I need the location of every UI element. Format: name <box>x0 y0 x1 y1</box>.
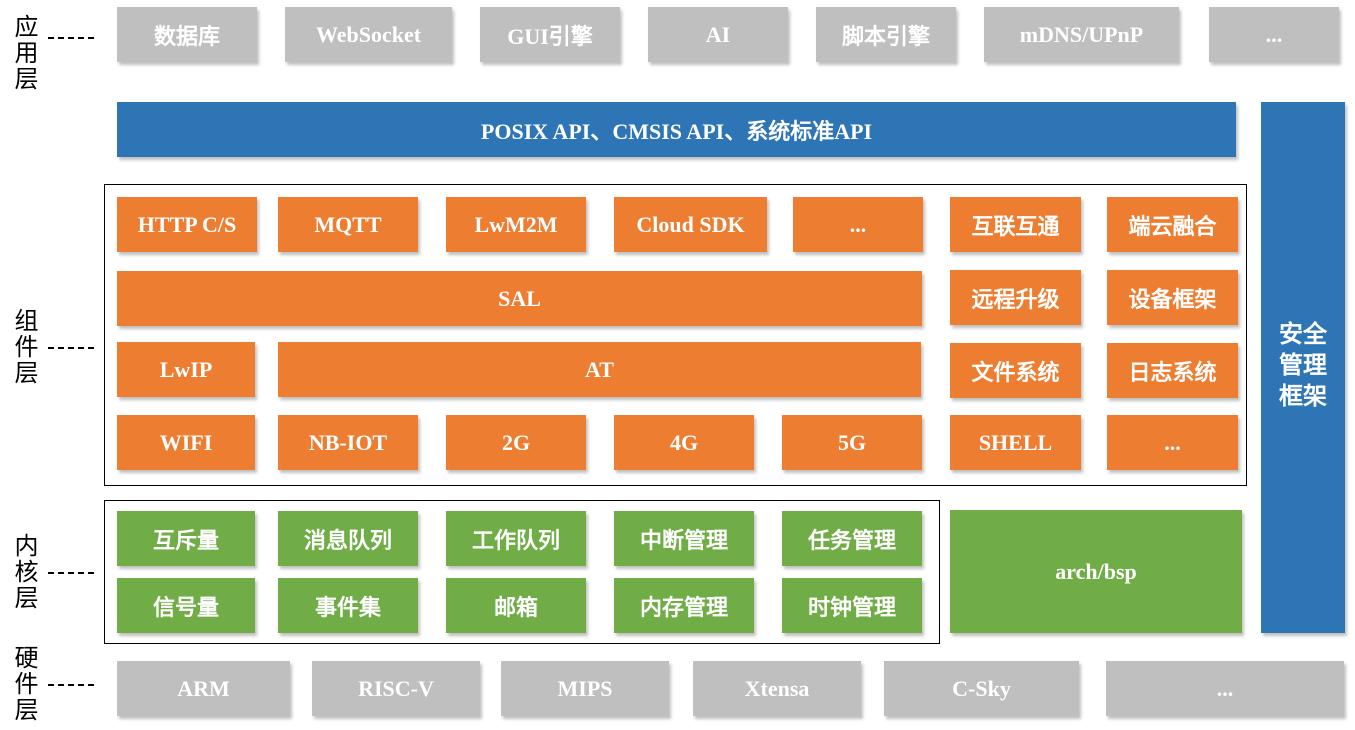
hardware-layer-label: 硬件层 <box>10 644 36 723</box>
comp-lwm2m: LwM2M <box>446 197 586 252</box>
comp-file-system: 文件系统 <box>950 343 1081 398</box>
kernel-interrupt-mgmt: 中断管理 <box>614 511 754 566</box>
comp-sal: SAL <box>117 271 922 326</box>
comp-interconnect: 互联互通 <box>950 197 1081 252</box>
comp-more: ... <box>793 197 923 252</box>
app-websocket: WebSocket <box>285 7 452 62</box>
api-bar: POSIX API、CMSIS API、系统标准API <box>117 102 1236 157</box>
comp-edge-cloud: 端云融合 <box>1107 197 1238 252</box>
kernel-message-queue: 消息队列 <box>278 511 418 566</box>
security-framework <box>1261 102 1345 633</box>
comp-shell: SHELL <box>950 415 1081 470</box>
kernel-mailbox: 邮箱 <box>446 578 586 633</box>
comp-ota: 远程升级 <box>950 270 1081 325</box>
comp-5g: 5G <box>782 415 922 470</box>
app-script-engine: 脚本引擎 <box>816 7 956 62</box>
comp-cloud-sdk: Cloud SDK <box>614 197 767 252</box>
app-database: 数据库 <box>117 7 257 62</box>
comp-http: HTTP C/S <box>117 197 257 252</box>
hw-arm: ARM <box>117 661 290 716</box>
kernel-clock-mgmt: 时钟管理 <box>782 578 922 633</box>
hw-more: ... <box>1106 661 1344 716</box>
comp-2g: 2G <box>446 415 586 470</box>
security-label-line1: 安全 <box>1279 322 1327 348</box>
kernel-mutex: 互斥量 <box>117 511 255 566</box>
hw-c-sky: C-Sky <box>884 661 1079 716</box>
app-layer-dash <box>48 37 94 39</box>
component-layer-dash <box>48 347 94 349</box>
comp-nb-iot: NB-IOT <box>278 415 418 470</box>
comp-at: AT <box>278 342 921 397</box>
app-layer-label: 应用层 <box>10 13 36 92</box>
kernel-memory-mgmt: 内存管理 <box>614 578 754 633</box>
comp-mqtt: MQTT <box>278 197 418 252</box>
comp-device-framework: 设备框架 <box>1107 270 1238 325</box>
arch-bsp: arch/bsp <box>950 510 1242 633</box>
app-ai: AI <box>648 7 788 62</box>
comp-lwip: LwIP <box>117 342 255 397</box>
kernel-layer-frame <box>104 500 940 644</box>
kernel-layer-label: 内核层 <box>10 532 36 611</box>
comp-side-more: ... <box>1107 415 1238 470</box>
component-layer-frame <box>104 184 1247 486</box>
hw-mips: MIPS <box>501 661 669 716</box>
app-mdns-upnp: mDNS/UPnP <box>984 7 1179 62</box>
comp-log-system: 日志系统 <box>1107 343 1238 398</box>
kernel-semaphore: 信号量 <box>117 578 255 633</box>
component-layer-label: 组件层 <box>10 307 36 386</box>
security-label-line3: 框架 <box>1279 384 1327 410</box>
comp-4g: 4G <box>614 415 754 470</box>
kernel-work-queue: 工作队列 <box>446 511 586 566</box>
hardware-layer-dash <box>48 684 94 686</box>
hw-xtensa: Xtensa <box>693 661 861 716</box>
app-more: ... <box>1209 7 1339 62</box>
kernel-task-mgmt: 任务管理 <box>782 511 922 566</box>
security-label-line2: 管理 <box>1279 353 1327 379</box>
comp-wifi: WIFI <box>117 415 255 470</box>
kernel-event-set: 事件集 <box>278 578 418 633</box>
kernel-layer-dash <box>48 572 94 574</box>
hw-risc-v: RISC-V <box>312 661 480 716</box>
app-gui-engine: GUI引擎 <box>480 7 620 62</box>
